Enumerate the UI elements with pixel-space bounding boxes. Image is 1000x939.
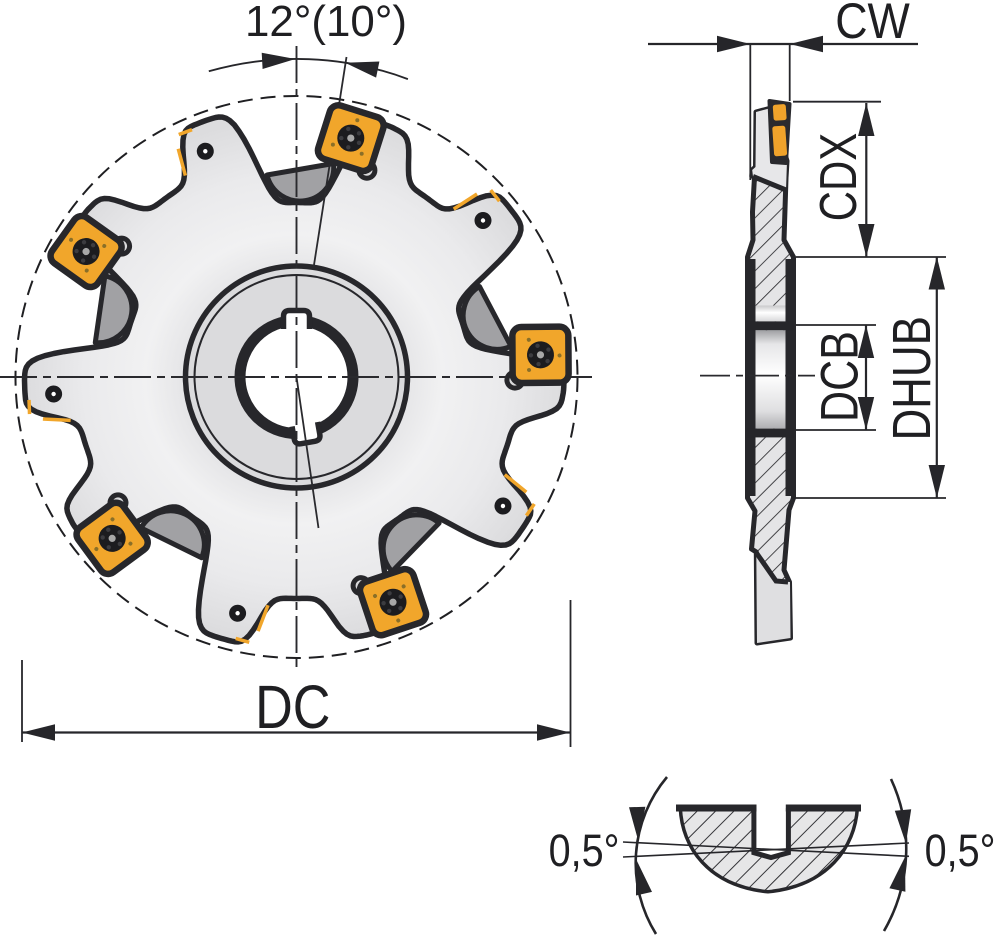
svg-text:DC: DC <box>255 674 330 742</box>
svg-text:CDX: CDX <box>810 133 868 221</box>
svg-text:DCB: DCB <box>812 331 870 422</box>
svg-text:DHUB: DHUB <box>882 316 942 441</box>
svg-text:12°(10°): 12°(10°) <box>245 0 407 46</box>
svg-text:CW: CW <box>835 0 910 49</box>
svg-text:0,5°: 0,5° <box>549 826 620 876</box>
svg-text:0,5°: 0,5° <box>925 826 996 876</box>
